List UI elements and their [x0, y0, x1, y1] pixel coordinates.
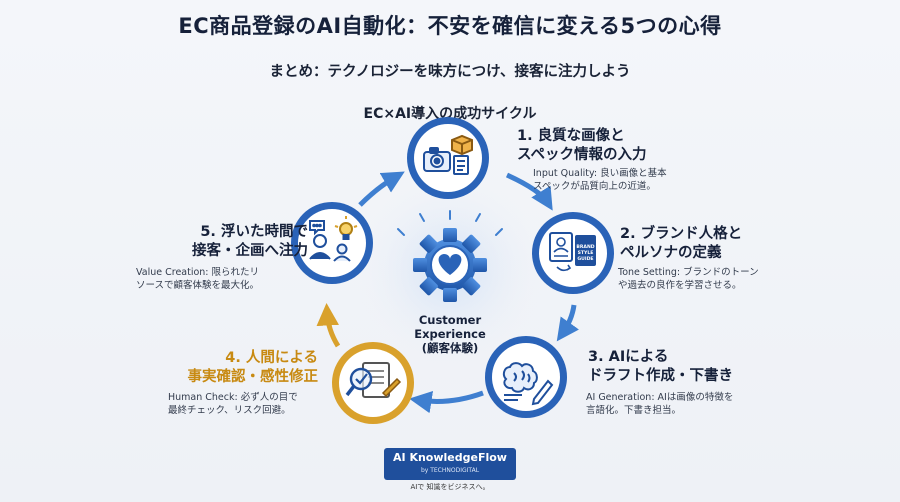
- step-3-title-line2: ドラフト作成・下書き: [588, 368, 733, 384]
- style-guide-label-2: STYLE: [578, 250, 594, 256]
- page-subtitle: まとめ：テクノロジーを味方につけ、接客に注力しよう: [269, 64, 631, 80]
- logo-title: AI KnowledgeFlow: [393, 451, 507, 464]
- arrow-4-to-5: [316, 303, 341, 348]
- arrow-3-to-4: [409, 390, 484, 414]
- arrow-5-to-1: [358, 171, 405, 207]
- brand-logo: AI KnowledgeFlow by TECHNODIGITAL: [384, 448, 516, 480]
- step-2-title-line2: ペルソナの定義: [620, 245, 722, 261]
- center-label: Customer Experience (顧客体験): [395, 313, 505, 355]
- style-guide-label-3: GUIDE: [577, 256, 593, 262]
- logo-tagline: AIで 知識をビジネスへ。: [410, 483, 490, 491]
- step-4-title: 4. 人間による 事実確認・感性修正: [150, 349, 319, 387]
- arrow-2-to-3: [556, 304, 580, 342]
- cycle-title: EC×AI導入の成功サイクル: [363, 106, 537, 122]
- center-label-line2: Experience: [414, 327, 486, 341]
- heart-gear-icon: [397, 210, 503, 302]
- step-5-desc-line2: ソースで顧客体験を最大化。: [136, 280, 260, 291]
- step-4-title-line2: 事実確認・感性修正: [187, 369, 319, 385]
- magnifier-check-icon: [345, 362, 402, 398]
- step-1-title-line1: 1. 良質な画像と: [517, 128, 625, 144]
- step-3-description: AI Generation: AIは画像の特徴を 言語化。下書き担当。: [586, 391, 766, 417]
- step-4-description: Human Check: 必ず人の目で 最終チェック、リスク回避。: [168, 391, 318, 417]
- step-4-desc-line2: 最終チェック、リスク回避。: [168, 405, 291, 416]
- step-4-desc-line1: Human Check: 必ず人の目で: [168, 392, 298, 403]
- step-5-title: 5. 浮いた時間で 接客・企画へ注力: [140, 223, 308, 261]
- step-5-node: [291, 202, 373, 284]
- brand-style-guide-icon: [549, 232, 596, 272]
- step-3-desc-line2: 言語化。下書き担当。: [586, 405, 682, 416]
- step-2-title: 2. ブランド人格と ペルソナの定義: [620, 225, 820, 263]
- step-1-node: [407, 117, 489, 199]
- step-3-node: [485, 336, 567, 418]
- step-2-title-line1: 2. ブランド人格と: [620, 226, 743, 242]
- customer-service-idea-icon: [309, 216, 358, 262]
- step-2-desc-line1: Tone Setting: ブランドのトーン: [618, 267, 759, 278]
- step-1-title: 1. 良質な画像と スペック情報の入力: [517, 127, 717, 165]
- page-title: EC商品登録のAI自動化：不安を確信に変える5つの心得: [178, 14, 722, 38]
- arrow-1-to-2: [505, 172, 553, 211]
- ai-brain-writing-icon: [502, 362, 554, 406]
- step-2-description: Tone Setting: ブランドのトーン や過去の良作を学習させる。: [618, 266, 798, 292]
- step-5-title-line2: 接客・企画へ注力: [192, 243, 308, 259]
- step-2-desc-line2: や過去の良作を学習させる。: [618, 280, 742, 291]
- step-5-description: Value Creation: 限られたリ ソースで顧客体験を最大化。: [136, 266, 308, 292]
- step-1-title-line2: スペック情報の入力: [517, 147, 647, 163]
- step-1-desc-line1: Input Quality: 良い画像と基本: [533, 168, 667, 179]
- center-label-line3: (顧客体験): [421, 341, 479, 355]
- step-3-title: 3. AIによる ドラフト作成・下書き: [588, 348, 788, 386]
- step-1-desc-line2: スペックが品質向上の近道。: [533, 181, 656, 192]
- step-5-desc-line1: Value Creation: 限られたリ: [136, 267, 260, 278]
- step-1-description: Input Quality: 良い画像と基本 スペックが品質向上の近道。: [533, 167, 693, 193]
- step-4-node: [332, 342, 414, 424]
- step-3-desc-line1: AI Generation: AIは画像の特徴を: [586, 392, 734, 403]
- logo-byline: by TECHNODIGITAL: [420, 467, 480, 474]
- step-5-title-line1: 5. 浮いた時間で: [200, 224, 308, 240]
- style-guide-label-1: BRAND: [576, 244, 594, 250]
- center-label-line1: Customer: [418, 313, 482, 327]
- step-4-title-line1: 4. 人間による: [225, 350, 318, 366]
- step-3-title-line1: 3. AIによる: [588, 349, 669, 365]
- camera-product-icon: [423, 134, 473, 175]
- step-2-node: BRAND STYLE GUIDE: [532, 212, 614, 294]
